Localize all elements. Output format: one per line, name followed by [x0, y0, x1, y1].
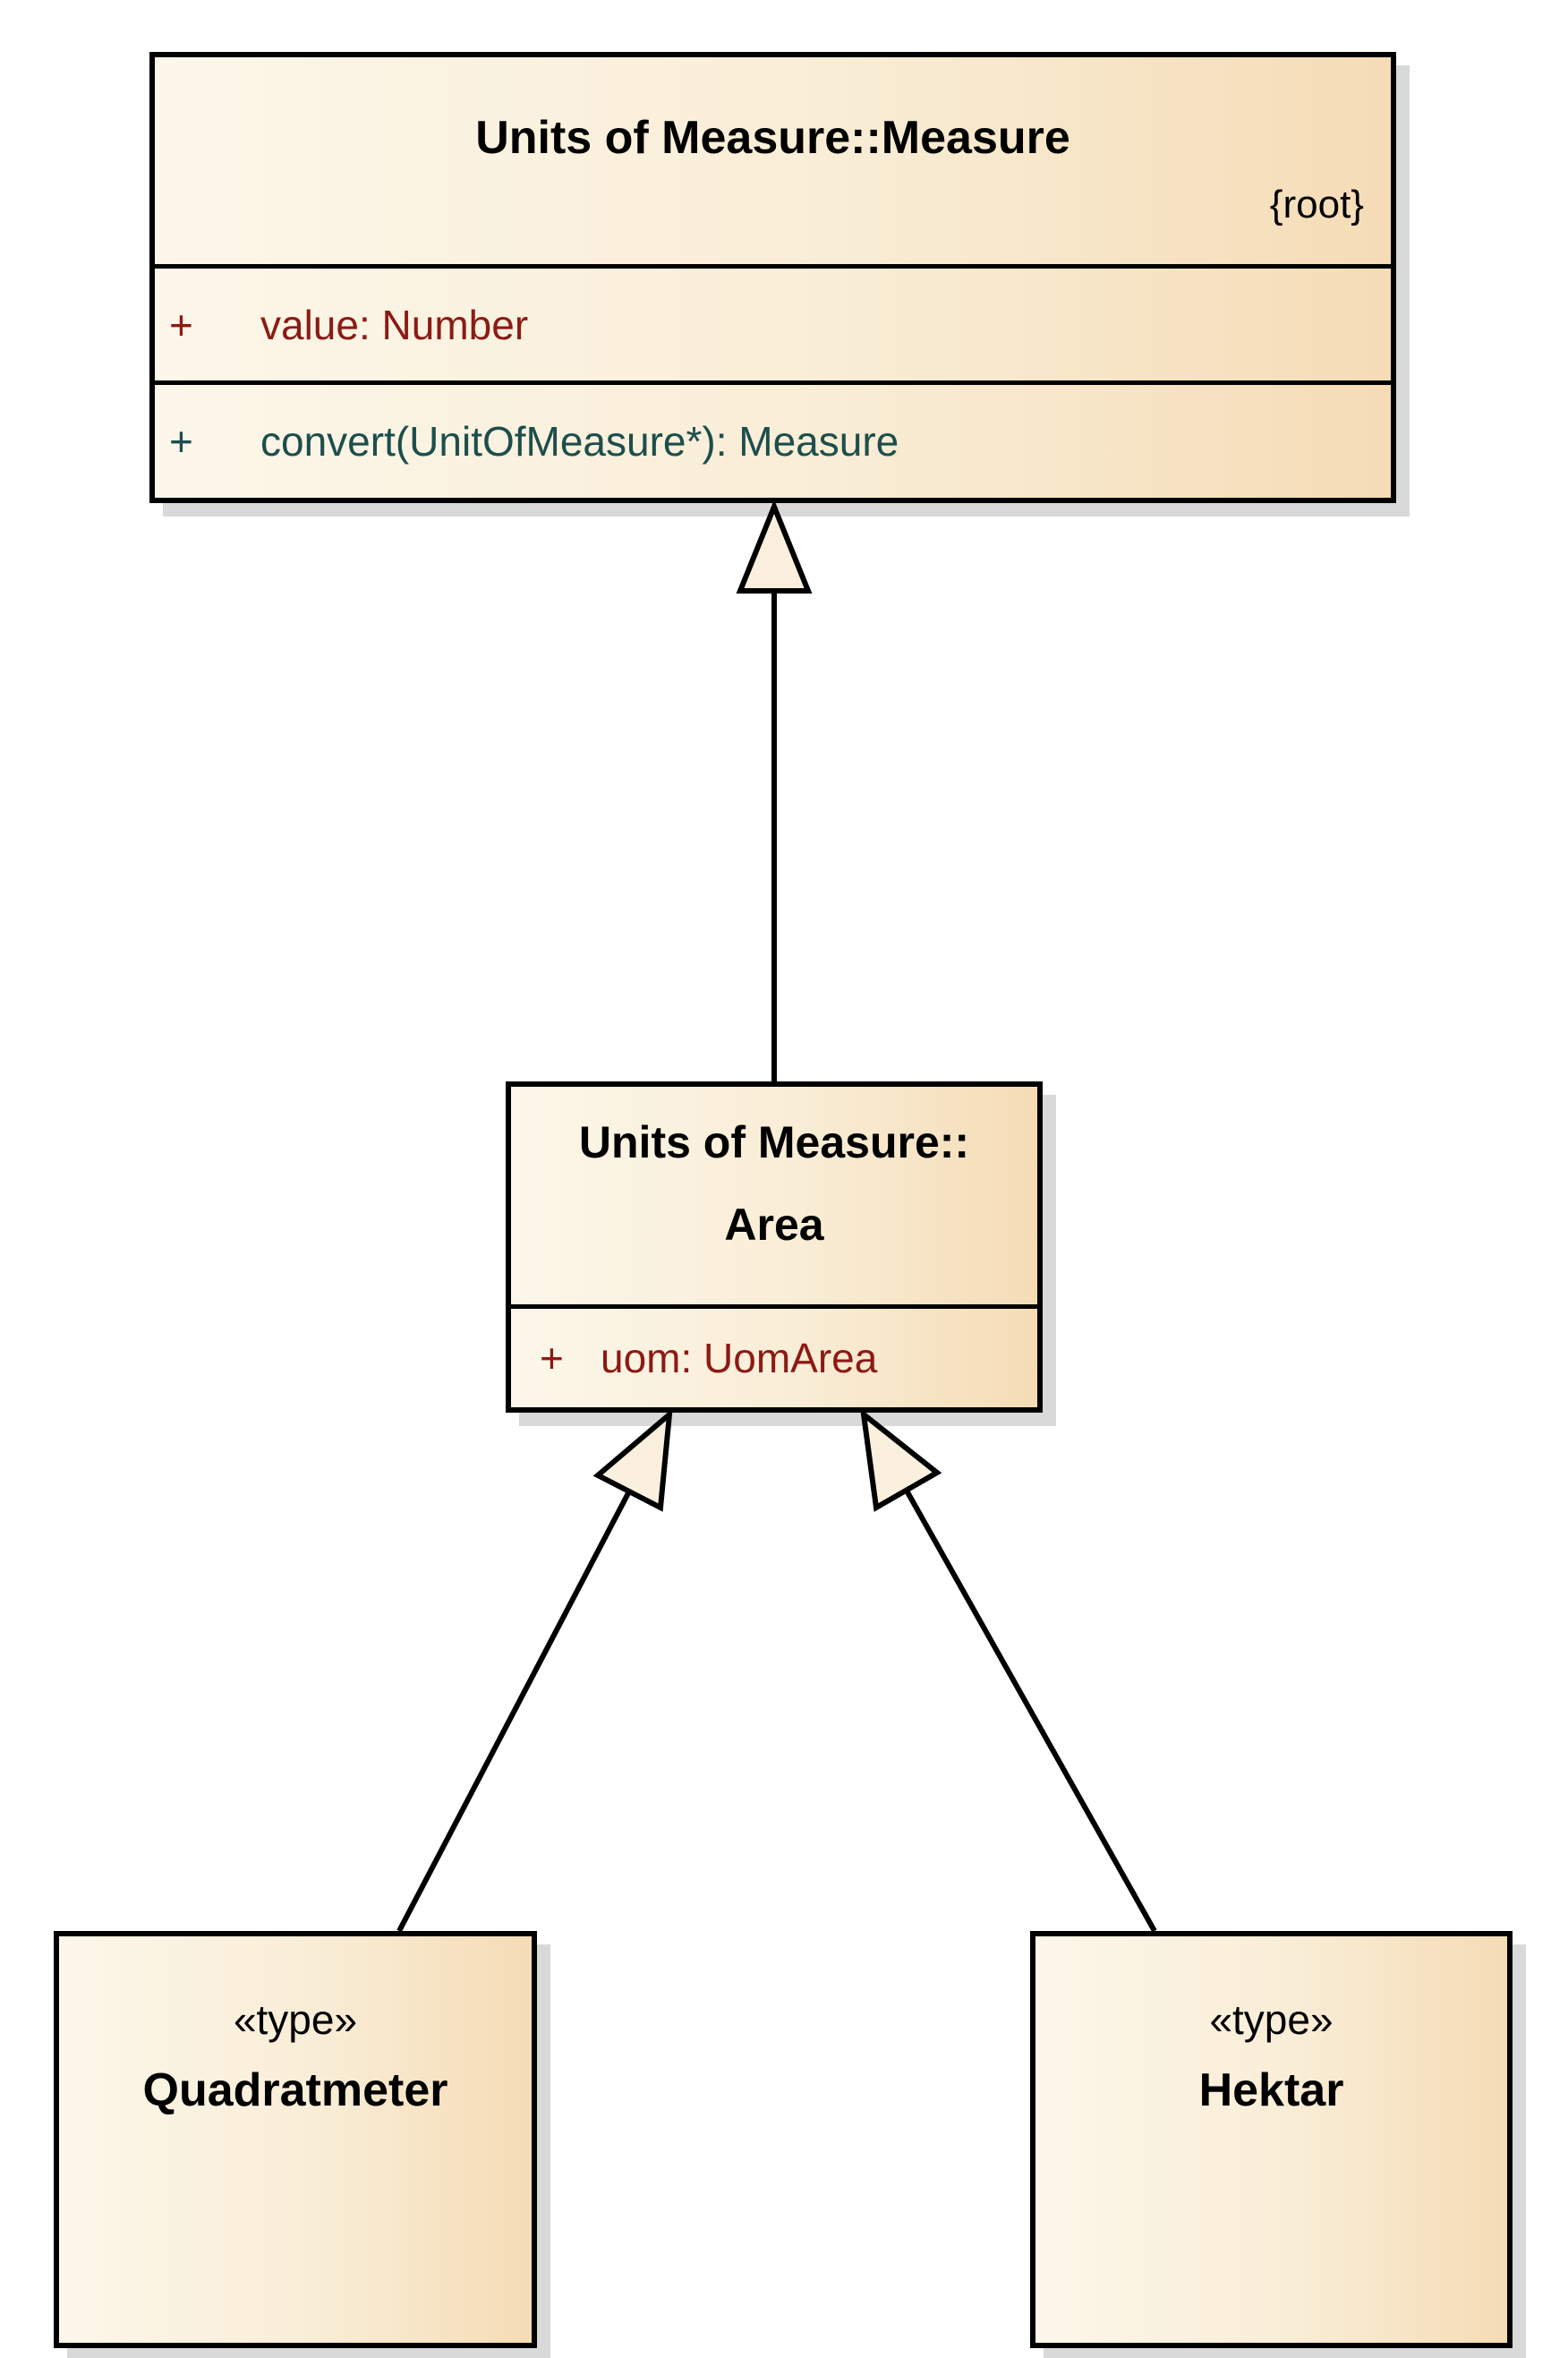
attributes-compartment: + value: Number: [155, 264, 1391, 380]
generalization-area-to-measure[interactable]: [736, 499, 813, 1081]
generalization-arrowhead-icon: [860, 1408, 942, 1512]
root-constraint-label: {root}: [1269, 183, 1364, 226]
class-title-compartment: Units of Measure:: Area: [511, 1087, 1037, 1304]
type-node-quadratmeter[interactable]: «type» Quadratmeter: [54, 1931, 537, 2348]
generalization-quadratmeter-to-area[interactable]: [396, 1407, 673, 1933]
type-node-hektar[interactable]: «type» Hektar: [1030, 1931, 1513, 2348]
class-node-area[interactable]: Units of Measure:: Area + uom: UomArea: [506, 1081, 1043, 1413]
class-title-line2: Area: [724, 1200, 824, 1250]
attributes-compartment: + uom: UomArea: [511, 1304, 1037, 1407]
visibility-marker: +: [169, 418, 193, 465]
class-node-measure[interactable]: Units of Measure::Measure {root} + value…: [149, 52, 1396, 503]
stereotype-label: «type»: [1209, 1996, 1334, 2043]
attribute-row[interactable]: + value: Number: [155, 302, 1391, 348]
generalization-line[interactable]: [904, 1489, 1157, 1933]
operation-row[interactable]: + convert(UnitOfMeasure*): Measure: [155, 418, 1391, 465]
visibility-marker: +: [169, 301, 193, 348]
attribute-row[interactable]: + uom: UomArea: [511, 1335, 1037, 1381]
visibility-marker: +: [540, 1335, 564, 1381]
stereotype-label: «type»: [233, 1996, 358, 2043]
generalization-line[interactable]: [396, 1490, 632, 1933]
generalization-hektar-to-area[interactable]: [860, 1408, 1157, 1933]
type-name: Quadratmeter: [142, 2064, 448, 2116]
attribute-text: value: Number: [260, 301, 529, 348]
generalization-arrowhead-icon: [592, 1407, 673, 1512]
class-title-compartment: Units of Measure::Measure {root}: [155, 57, 1391, 264]
type-name: Hektar: [1198, 2064, 1344, 2116]
operation-text: convert(UnitOfMeasure*): Measure: [260, 418, 899, 465]
generalization-arrowhead-icon: [736, 499, 813, 594]
attribute-text: uom: UomArea: [601, 1335, 878, 1381]
class-title: Units of Measure::Measure: [475, 112, 1070, 164]
class-title-line1: Units of Measure::: [578, 1117, 970, 1167]
operations-compartment: + convert(UnitOfMeasure*): Measure: [155, 380, 1391, 498]
